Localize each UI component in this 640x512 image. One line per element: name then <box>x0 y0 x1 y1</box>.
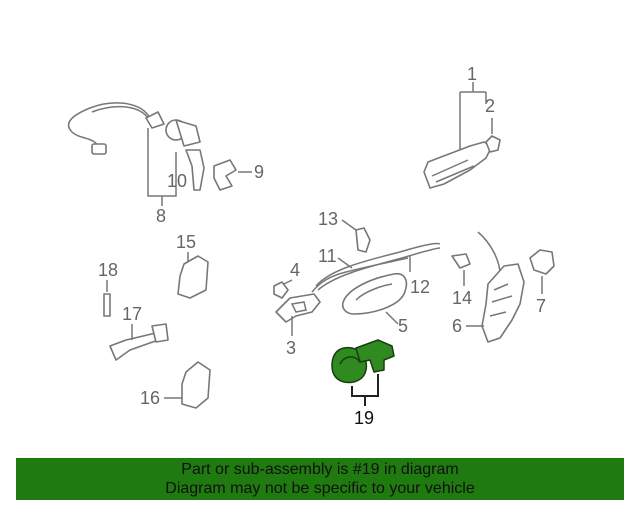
callout-12: 12 <box>410 277 430 297</box>
callout-2: 2 <box>485 96 495 116</box>
callout-19: 19 <box>354 408 374 428</box>
inner-handle-part-5 <box>341 272 408 315</box>
info-banner: Part or sub-assembly is #19 in diagram D… <box>16 458 624 500</box>
callout-1-leader <box>459 82 487 150</box>
callout-16: 16 <box>140 388 160 408</box>
door-check-part-17 <box>109 323 169 361</box>
banner-line-2: Diagram may not be specific to your vehi… <box>165 480 475 497</box>
callout-17: 17 <box>122 304 142 324</box>
callout-1: 1 <box>467 64 477 84</box>
lock-cylinder-part <box>67 102 205 191</box>
hinge-part-16 <box>181 361 211 409</box>
callout-7: 7 <box>536 296 546 316</box>
callout-19-leader <box>351 374 379 406</box>
highlighted-part-19 <box>331 339 395 384</box>
callout-11-leader <box>337 257 353 269</box>
callout-13: 13 <box>318 209 338 229</box>
callout-5-leader <box>385 311 399 325</box>
callout-8-leader <box>147 128 177 206</box>
callout-5: 5 <box>398 316 408 336</box>
callout-11: 11 <box>318 246 337 266</box>
callout-8: 8 <box>156 206 166 226</box>
striker-part-7 <box>529 249 555 275</box>
callout-4-leader <box>283 279 293 285</box>
parts-diagram: 1 2 8 10 9 13 11 12 4 3 5 <box>67 64 555 428</box>
callout-14: 14 <box>452 288 472 308</box>
part-14 <box>451 253 471 269</box>
callout-13-leader <box>341 219 357 231</box>
latch-assembly-part-6 <box>477 231 525 343</box>
callout-10: 10 <box>167 171 187 191</box>
part-4 <box>273 281 289 299</box>
callout-9: 9 <box>254 162 264 182</box>
bracket-part-9 <box>213 159 237 191</box>
part-3 <box>275 293 321 323</box>
hinge-part-15 <box>177 255 209 299</box>
clip-part-13 <box>355 227 371 253</box>
banner-line-1: Part or sub-assembly is #19 in diagram <box>181 461 459 478</box>
callout-15: 15 <box>176 232 196 252</box>
callout-4: 4 <box>290 260 300 280</box>
callout-6: 6 <box>452 316 462 336</box>
callout-18: 18 <box>98 260 118 280</box>
linkage-rods-part <box>311 242 441 293</box>
outer-handle-part <box>423 135 501 189</box>
bolt-part-18 <box>103 293 111 317</box>
callout-3: 3 <box>286 338 296 358</box>
